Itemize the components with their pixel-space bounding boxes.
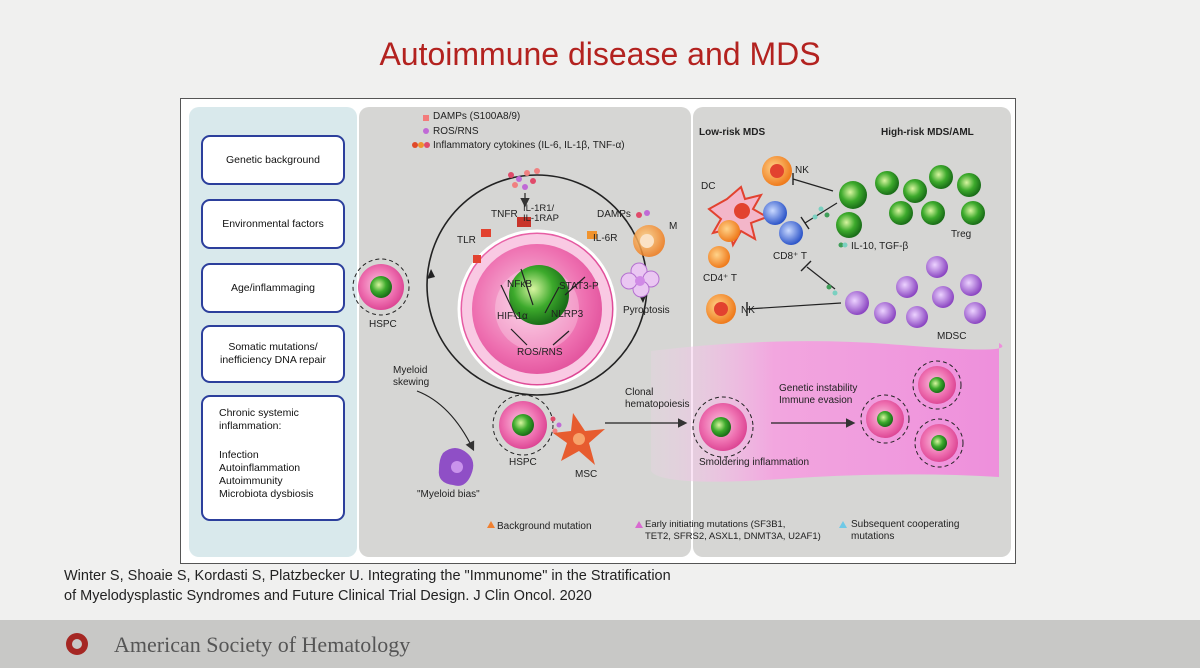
nucleus	[509, 265, 569, 325]
hspc-bottom-label: HSPC	[509, 457, 537, 468]
legend-early-2: TET2, SFRS2, ASXL1, DNMT3A, U2AF1)	[645, 531, 821, 542]
figure-panel: Genetic background Environmental factors…	[180, 98, 1016, 564]
clonal-label-1: Clonal	[625, 387, 654, 398]
clonal-cells	[860, 360, 964, 468]
environmental-factors-label: Environmental factors	[222, 217, 324, 230]
mdsc-cluster	[845, 256, 986, 328]
legend-early-1: Early initiating mutations (SF3B1,	[645, 519, 786, 530]
il1rap-label: IL-1RAP	[523, 213, 559, 224]
hif-label: HIF-1α	[497, 311, 528, 322]
msc-label: MSC	[575, 469, 598, 480]
tnfr-label: TNFR	[491, 209, 518, 220]
ash-logo-icon	[66, 633, 88, 655]
cytokines-legend: Inflammatory cytokines (IL-6, IL-1β, TNF…	[433, 140, 625, 151]
chronic-item: Autoinflammation	[219, 462, 301, 474]
genetic-instability-label: Genetic instability	[779, 383, 858, 394]
treg-cluster	[836, 165, 985, 238]
immune-evasion-label: Immune evasion	[779, 395, 853, 406]
footer-org-name: American Society of Hematology	[114, 632, 411, 657]
mdsc-label: MDSC	[937, 331, 967, 342]
citation-line-2: of Myelodysplastic Syndromes and Future …	[64, 588, 592, 604]
slide-title: Autoimmune disease and MDS	[379, 36, 821, 72]
figure-graphics	[189, 107, 1011, 557]
cd8-cell-1	[763, 201, 787, 225]
nlrp3-label: NLRP3	[551, 309, 584, 320]
chronic-inflammation-box: Chronic systemic inflammation: Infection…	[201, 395, 345, 521]
cd8-cell-2	[779, 221, 803, 245]
chronic-label-2: inflammation:	[219, 420, 282, 432]
damps-legend: DAMPs (S100A8/9)	[433, 111, 521, 122]
legend-background: Background mutation	[497, 521, 592, 532]
genetic-background-box: Genetic background	[201, 135, 345, 185]
hspc-left-label: HSPC	[369, 319, 397, 330]
citation: Winter S, Shoaie S, Kordasti S, Platzbec…	[64, 566, 824, 606]
ros-legend: ROS/RNS	[433, 126, 479, 137]
genetic-background-label: Genetic background	[226, 153, 320, 166]
myeloid-skewing-1: Myeloid	[393, 365, 428, 376]
cd8-label: CD8⁺ T	[773, 251, 807, 262]
myeloid-skewing-2: skewing	[393, 377, 430, 388]
pyroptosis-label: Pyroptosis	[623, 305, 670, 316]
dc-label: DC	[701, 181, 716, 192]
cd4-cell-2	[708, 246, 730, 268]
nk-top-label: NK	[795, 165, 809, 176]
age-label: Age/inflammaging	[230, 281, 316, 294]
nk-bottom-label: NK	[741, 305, 755, 316]
legend-subsequent-2: mutations	[851, 531, 895, 542]
il1r1-label: IL-1R1/	[523, 203, 555, 214]
stat3-label: STAT3-P	[559, 281, 599, 292]
myeloid-bias-label: "Myeloid bias"	[417, 489, 480, 500]
cd4-cell-1	[718, 220, 740, 242]
m-label: M	[669, 221, 678, 232]
legend-subsequent-1: Subsequent cooperating	[851, 519, 960, 530]
dc-cell	[707, 185, 770, 248]
somatic-mutations-box: Somatic mutations/ inefficiency DNA repa…	[201, 325, 345, 383]
age-box: Age/inflammaging	[201, 263, 345, 313]
smoldering-label: Smoldering inflammation	[699, 457, 810, 468]
nfkb-label: NFκB	[507, 279, 532, 290]
somatic-label-1: Somatic mutations/	[228, 341, 318, 353]
low-risk-label: Low-risk MDS	[699, 127, 766, 138]
il6r-label: IL-6R	[593, 233, 618, 244]
environmental-factors-box: Environmental factors	[201, 199, 345, 249]
ros-label: ROS/RNS	[517, 347, 563, 358]
chronic-item: Infection	[219, 449, 259, 461]
clonal-label-2: hematopoiesis	[625, 399, 690, 410]
footer-bar: American Society of Hematology	[0, 620, 1200, 668]
damps-up-label: DAMPs	[597, 209, 631, 220]
somatic-label-2: inefficiency DNA repair	[219, 354, 327, 366]
tlr-label: TLR	[457, 235, 476, 246]
smoldering-band	[651, 341, 1003, 482]
chronic-label-1: Chronic systemic	[219, 407, 299, 419]
chronic-item: Autoimmunity	[219, 475, 283, 487]
citation-line-1: Winter S, Shoaie S, Kordasti S, Platzbec…	[64, 568, 671, 584]
il10-label: IL-10, TGF-β	[851, 241, 909, 252]
cytokine-cluster	[508, 168, 540, 190]
pyroptosis-cell	[620, 262, 660, 298]
treg-label: Treg	[951, 229, 972, 240]
chronic-item: Microbiota dysbiosis	[219, 488, 314, 500]
cd4-label: CD4⁺ T	[703, 273, 737, 284]
high-risk-label: High-risk MDS/AML	[881, 127, 974, 138]
